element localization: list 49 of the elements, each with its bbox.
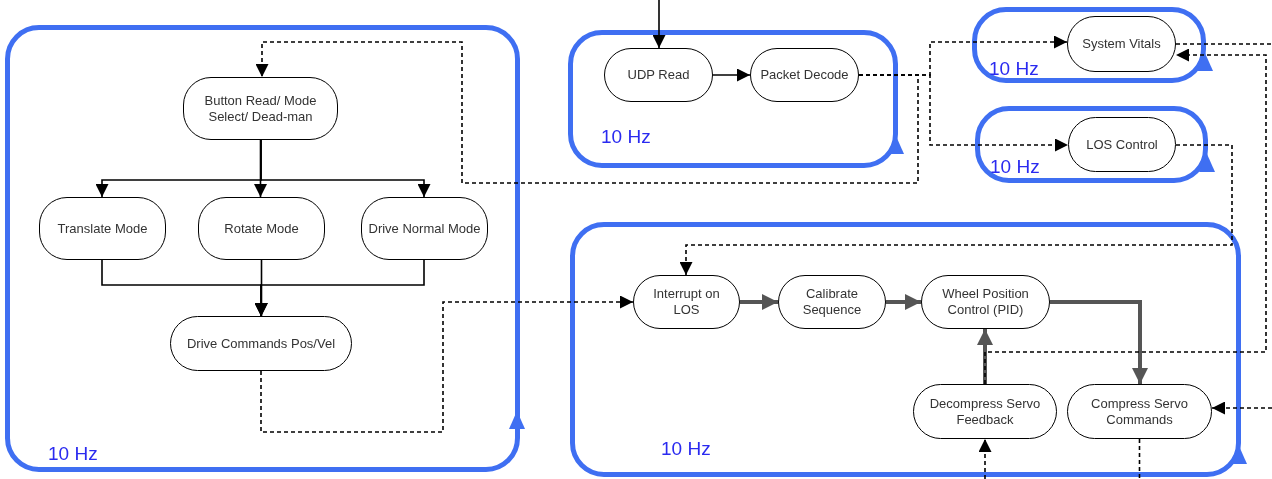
frequency-label: 10 Hz (601, 127, 651, 146)
process-box (39, 197, 166, 260)
process-box (1067, 16, 1176, 72)
arrow (255, 41, 919, 184)
process-box (604, 48, 713, 102)
arrow (1050, 300, 1148, 384)
process-label: Calibrate Sequence (801, 286, 863, 318)
process-box (750, 48, 859, 102)
frequency-label: 10 Hz (48, 444, 98, 463)
process-label: System Vitals (1081, 36, 1162, 52)
process-label: Interrupt on LOS (652, 286, 721, 318)
process-box (198, 197, 325, 260)
process-label: UDP Read (626, 67, 691, 83)
process-label: Translate Mode (56, 220, 149, 237)
process-box (633, 275, 740, 329)
process-box (183, 77, 338, 140)
frequency-label: 10 Hz (990, 157, 1040, 176)
frequency-label: 10 Hz (989, 59, 1039, 78)
process-label: Wheel Position Control (PID) (941, 286, 1030, 318)
process-label: Drive Commands Pos/Vel (185, 335, 337, 352)
process-label: Rotate Mode (223, 220, 300, 237)
arrow (978, 438, 992, 479)
arrow (984, 48, 1267, 385)
loop-frame (5, 25, 520, 472)
loop-frame (972, 7, 1206, 83)
arrow (652, 0, 666, 49)
process-label: LOS Control (1085, 136, 1159, 153)
process-label: Drive Normal Mode (367, 220, 482, 237)
arrow (679, 144, 1233, 276)
process-box (361, 197, 488, 260)
arrow (1211, 401, 1272, 415)
arrow (260, 139, 431, 198)
loop-frame (568, 30, 898, 168)
arrow (858, 74, 1069, 152)
process-label: Decompress Servo Feedback (928, 395, 1042, 428)
loop-frame (570, 222, 1241, 477)
process-label: Button Read/ Mode Select/ Dead-man (203, 92, 318, 125)
process-box (778, 275, 886, 329)
process-label: Packet Decode (759, 67, 850, 83)
arrow (977, 329, 993, 384)
arrow (712, 68, 751, 82)
process-label: Compress Servo Commands (1090, 395, 1189, 428)
arrow (886, 294, 921, 310)
arrow (740, 294, 778, 310)
loop-frame (975, 106, 1208, 183)
process-box (921, 275, 1050, 329)
arrow (254, 259, 425, 317)
arrow (260, 295, 634, 433)
frequency-label: 10 Hz (661, 439, 711, 458)
